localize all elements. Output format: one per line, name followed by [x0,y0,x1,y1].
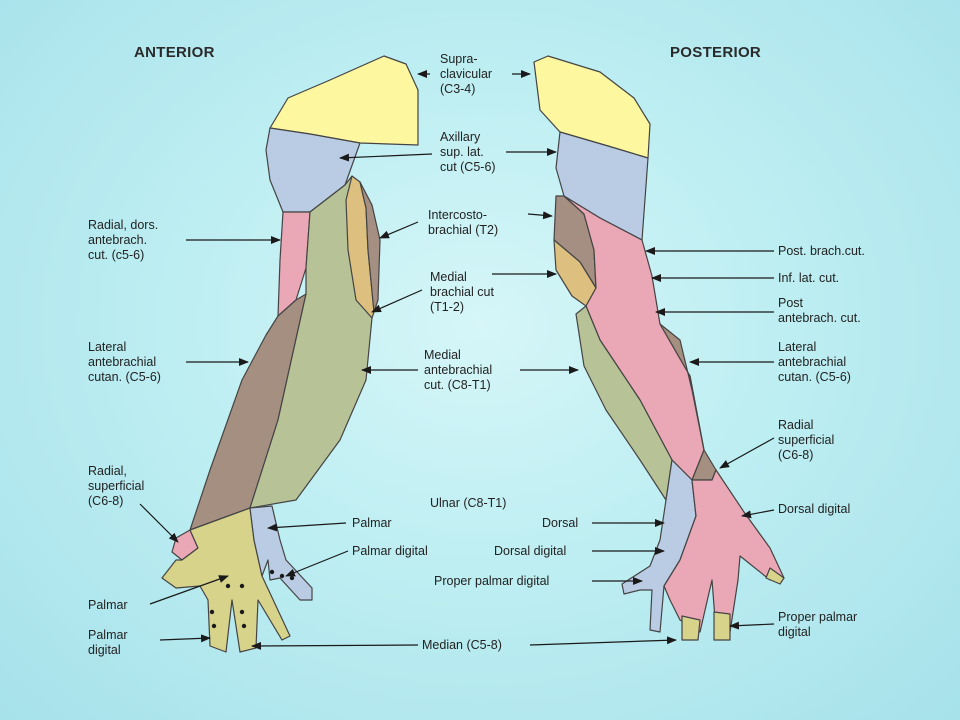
arrow-palmar-digital-mid [285,550,349,577]
arrow-radial-superficial-left [139,503,179,543]
label-inf-lat-cut: Inf. lat. cut. [778,271,840,285]
anterior-hand-ulnar-region [249,505,313,601]
arrow-palmar-digital-left [159,634,211,643]
label-intercostobrachial: Intercosto-brachial (T2) [428,208,499,237]
leader-lines [139,70,775,650]
arrow-axillary-left [339,153,433,162]
label-median: Median (C5-8) [422,638,502,652]
label-proper-palmar-digital-mid: Proper palmar digital [434,574,550,588]
anterior-palmar-digital-dots [209,569,295,629]
label-ulnar: Ulnar (C8-T1) [430,496,507,510]
label-dorsal-digital-right: Dorsal digital [778,502,851,516]
arrow-palmar-left [149,575,229,605]
arrow-median-right [529,636,677,646]
label-palmar-mid: Palmar [352,516,392,530]
posterior-heading: POSTERIOR [670,44,762,61]
label-dorsal-digital-mid: Dorsal digital [494,544,567,558]
arrow-dorsal-digital-right [741,509,775,519]
anterior-arm [161,55,419,653]
arrow-radial-superficial-right [719,437,775,469]
arrow-palmar-mid [267,522,347,532]
posterior-arm [533,55,785,641]
label-palmar-left: Palmar [88,598,128,612]
label-radial-superficial-left: Radial,superficial(C6-8) [88,464,145,508]
anterior-heading: ANTERIOR [134,44,215,61]
arrow-median-left [251,641,419,650]
posterior-proper-palmar-digit-tips [681,567,785,641]
arrow-medial-brachial-left [371,289,423,313]
label-palmar-digital-mid: Palmar digital [352,544,428,558]
label-supraclavicular: Supra-clavicular(C3-4) [440,52,493,96]
label-radial-dors-antebrach: Radial, dors.antebrach.cut. (c5-6) [88,218,159,262]
label-dorsal: Dorsal [542,516,579,530]
arrow-intercostobrachial-left [379,221,419,239]
label-post-brach-cut: Post. brach.cut. [778,244,865,258]
arrow-intercostobrachial-right [527,211,553,220]
arrow-proper-palmar-digital-right [729,621,775,630]
